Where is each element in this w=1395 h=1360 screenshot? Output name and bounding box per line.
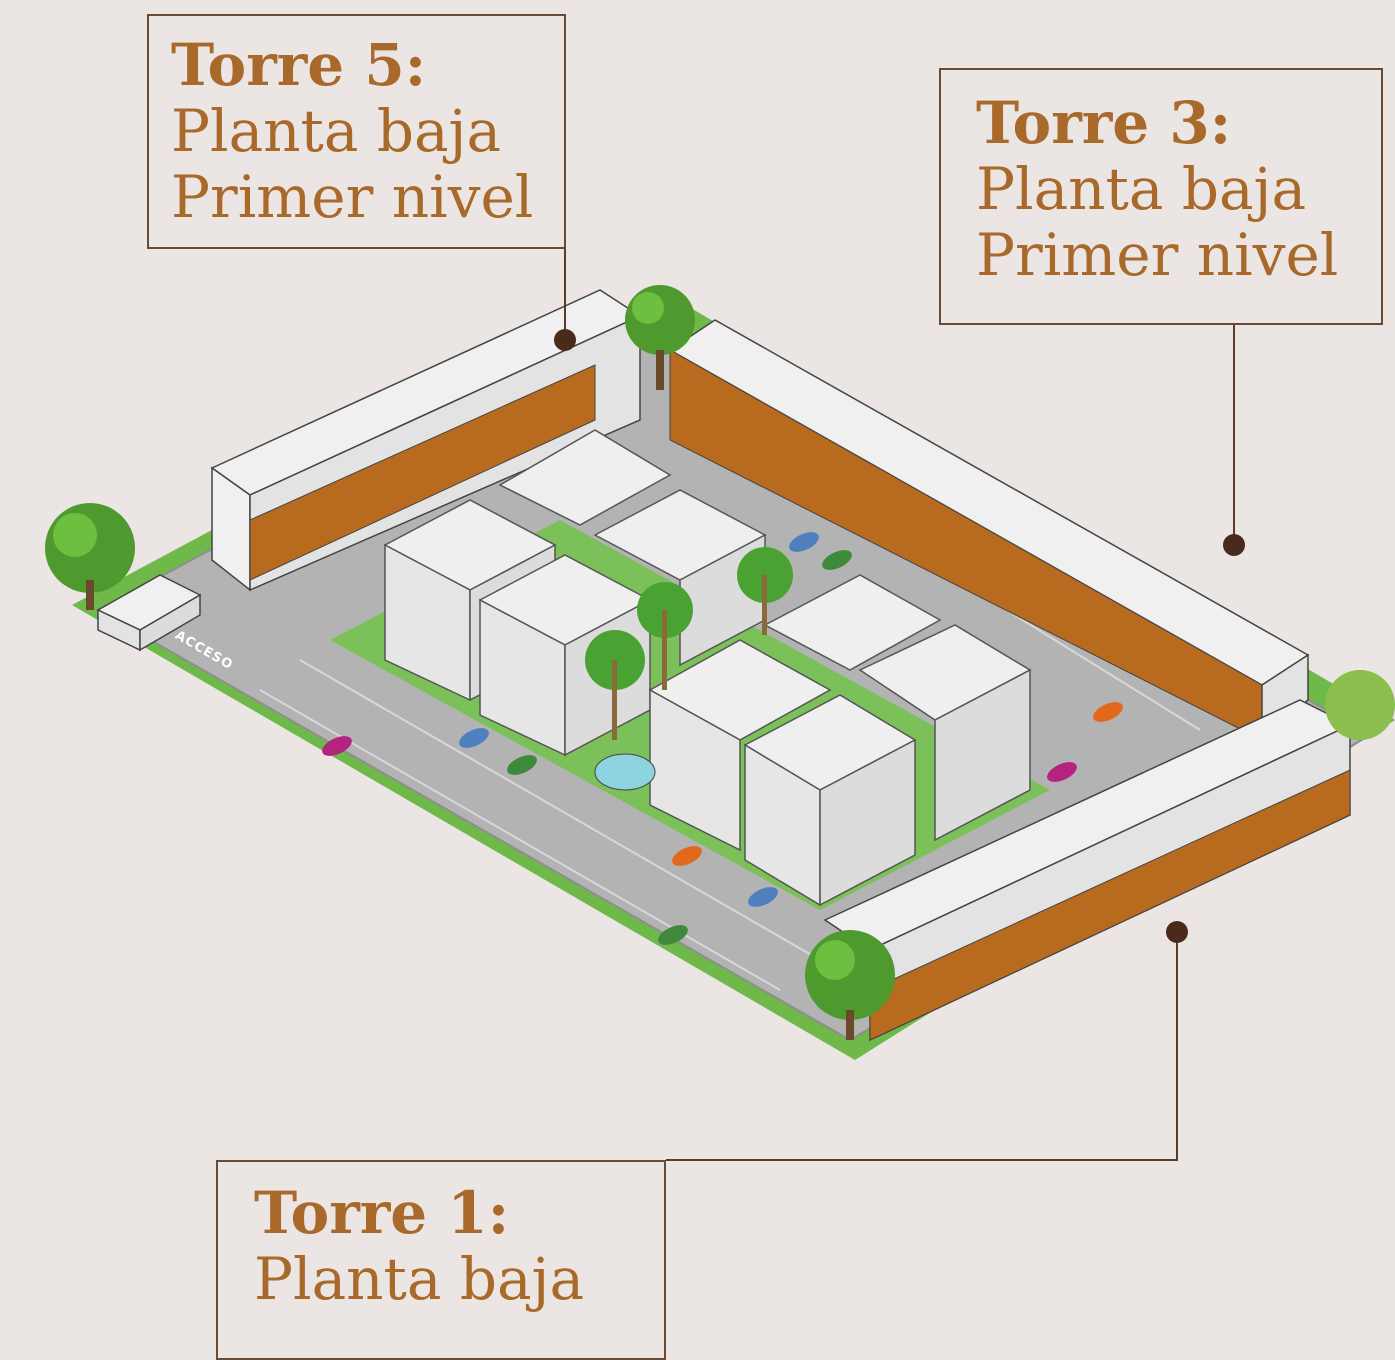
pool — [594, 753, 656, 791]
torre-5-building — [210, 289, 642, 592]
callout-title: Torre 3: — [976, 89, 1232, 157]
callout-title: Torre 1: — [254, 1179, 510, 1247]
callout-line: Planta baja — [254, 1245, 585, 1313]
guard-house — [96, 574, 202, 652]
callout-line: Planta baja — [976, 155, 1307, 223]
callout-torre-1: Torre 1: Planta baja — [216, 1160, 666, 1360]
callout-line: Primer nivel — [976, 221, 1339, 289]
marker-torre-3 — [1223, 534, 1245, 556]
site-isometric-illustration — [45, 249, 1395, 1161]
trees — [45, 285, 1395, 1040]
callout-torre-5: Torre 5: Planta baja Primer nivel — [147, 14, 566, 249]
callout-line: Planta baja — [171, 97, 502, 165]
leader-lines — [564, 249, 1235, 1161]
palm-trees — [585, 547, 793, 740]
marker-torre-5 — [554, 329, 576, 351]
callout-torre-3: Torre 3: Planta baja Primer nivel — [939, 68, 1383, 325]
interior-towers — [383, 429, 1032, 907]
torre-1-building — [823, 699, 1352, 1042]
marker-torre-1 — [1166, 921, 1188, 943]
callout-line: Primer nivel — [171, 163, 534, 231]
callout-title: Torre 5: — [171, 31, 427, 99]
cars — [322, 532, 1123, 945]
